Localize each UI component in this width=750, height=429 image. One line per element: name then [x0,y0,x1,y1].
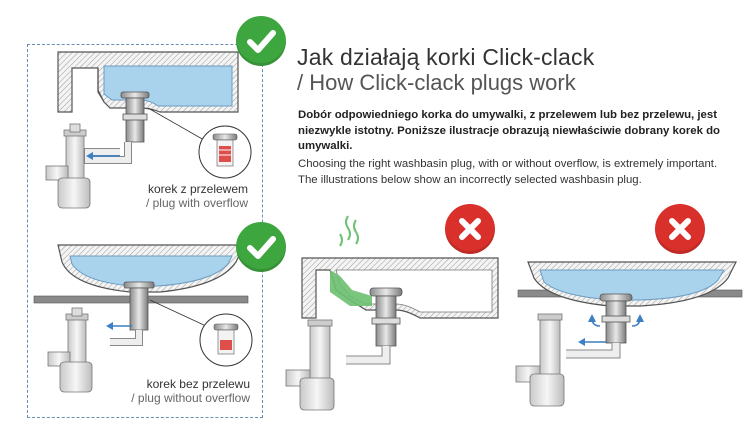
page-title: Jak działają korki Click-clack [297,44,595,70]
page-subtitle: / How Click-clack plugs work [297,70,576,95]
cross-icon [669,218,691,240]
caption-with-overflow-en: / plug with overflow [145,196,248,210]
correct-badge-top [236,16,286,66]
intro-polish: Dobór odpowiedniego korka do umywalki, z… [298,109,721,152]
caption-without-overflow-pl: korek bez przelewu [146,377,250,391]
intro-english: Choosing the right washbasin plug, with … [298,158,718,186]
basin-without-overflow [33,244,253,393]
correct-badge-bottom [236,222,286,272]
incorrect-badge-1 [445,204,495,254]
check-icon [247,236,276,259]
check-icon [247,30,276,53]
caption-with-overflow: korek z przelewem / plug with overflow [120,182,248,210]
cross-icon [459,218,481,240]
caption-with-overflow-pl: korek z przelewem [147,182,248,196]
caption-without-overflow: korek bez przelewu / plug without overfl… [108,377,250,405]
wrong-no-overflow-basin [515,261,743,407]
basin-with-overflow [45,51,252,209]
caption-without-overflow-en: / plug without overflow [131,391,250,405]
incorrect-badge-2 [655,204,705,254]
wrong-overflow-basin [285,215,499,411]
